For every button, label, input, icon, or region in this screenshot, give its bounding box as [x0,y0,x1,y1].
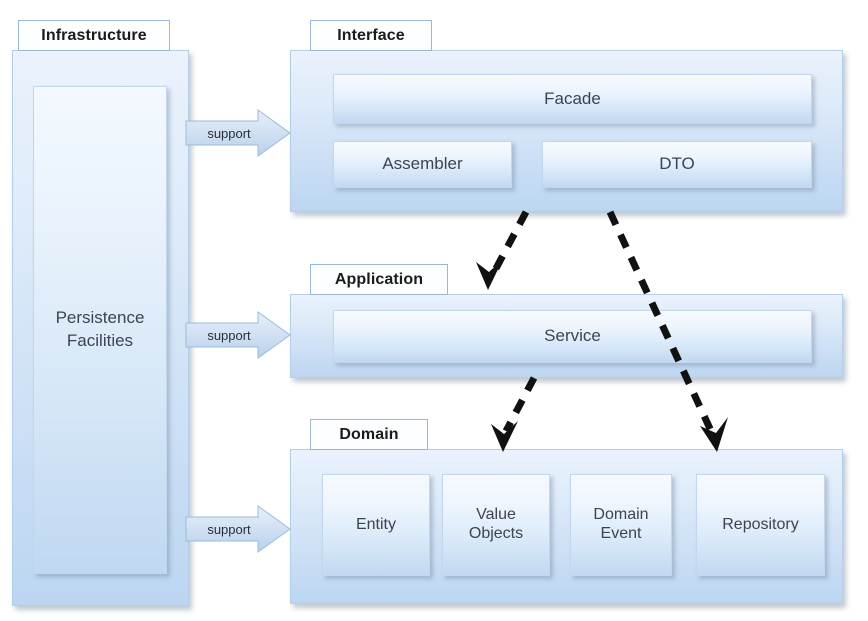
node-label-service: Service [544,326,601,346]
layer-tab-label-interface: Interface [337,26,405,44]
dependency-link-interface-application [488,210,530,278]
node-label-domain-event-line-2: Event [600,525,642,542]
support-arrow-application: support [185,311,291,359]
layer-tab-domain: Domain [310,419,428,450]
node-label-entity: Entity [355,515,396,533]
dependency-arrowhead-application [476,259,503,290]
node-persistence-facilities: Persistence Facilities [33,86,167,574]
node-assembler: Assembler [333,141,512,188]
layer-tab-infrastructure: Infrastructure [18,20,170,51]
dependency-arrowhead-domain-left [491,421,518,452]
support-arrow-interface: support [185,109,291,157]
node-label-value-objects-line-1: Value [476,506,516,524]
node-facade: Facade [333,74,812,124]
node-label-facade: Facade [544,88,601,108]
node-label-persistence-facilities-line-2: Facilities [66,331,134,350]
node-domain-event: Domain Event [570,474,672,576]
node-label-persistence-facilities-line-1: Persistence [55,308,145,328]
node-repository: Repository [696,474,825,576]
node-dto: DTO [542,141,812,188]
node-label-assembler: Assembler [382,154,463,174]
node-service: Service [333,310,812,363]
layer-tab-label-domain: Domain [339,425,399,443]
layer-tab-label-infrastructure: Infrastructure [41,26,147,44]
dependency-link-application-domain [502,376,538,433]
layer-tab-label-application: Application [334,270,424,288]
node-label-value-objects-line-2: Objects [468,525,524,542]
node-label-domain-event-line-1: Domain [593,506,649,524]
layer-tab-application: Application [310,264,448,295]
layer-tab-interface: Interface [310,20,432,51]
node-entity: Entity [322,474,430,576]
dependency-arrowhead-domain-right [700,417,728,452]
support-arrow-domain: support [185,505,291,553]
node-label-dto: DTO [659,154,695,174]
node-label-repository: Repository [722,515,799,533]
node-value-objects: Value Objects [442,474,550,576]
